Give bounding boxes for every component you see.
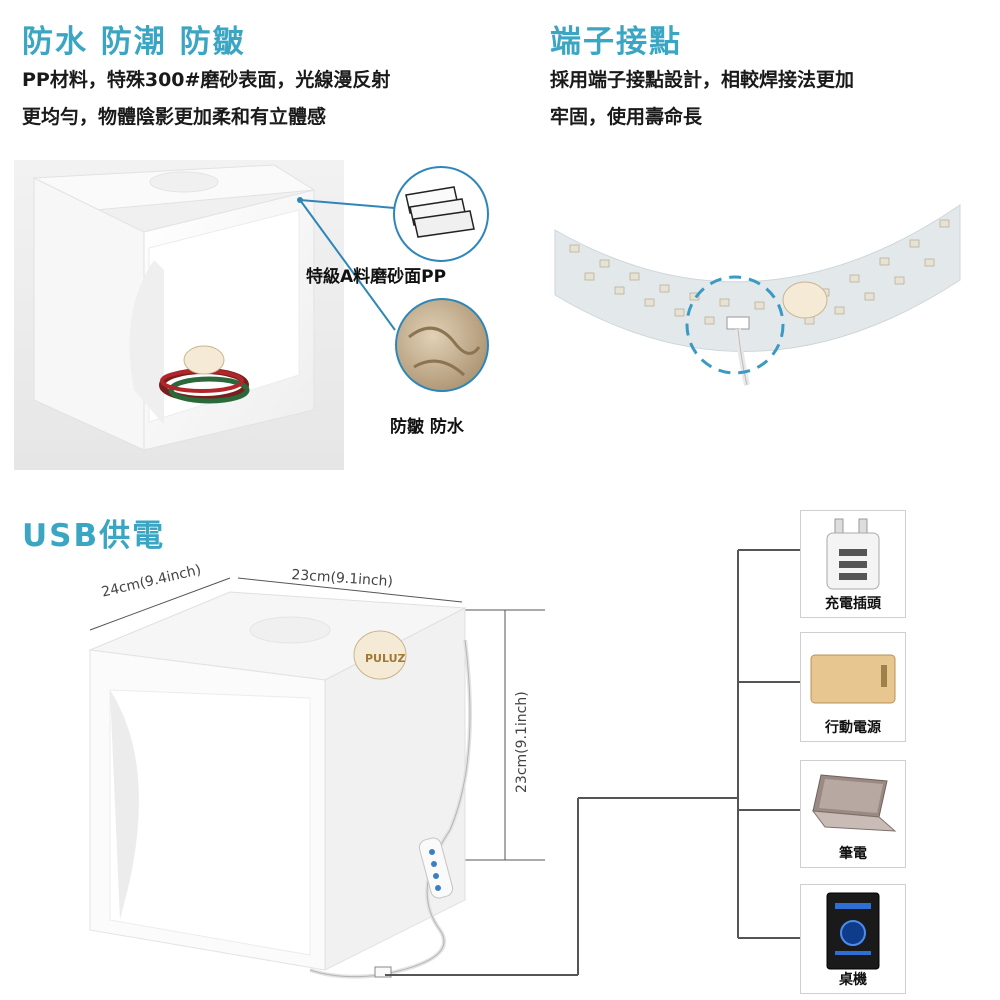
- charger-icon: [826, 518, 880, 590]
- usb-heading: USB供電: [22, 518, 166, 554]
- connector-desc-line1: 採用端子接點設計，相較焊接法更加: [550, 69, 855, 91]
- power-bank-icon: [810, 654, 896, 704]
- brand-logo: PULUZ: [365, 652, 406, 665]
- fabric-texture-image: [395, 298, 489, 392]
- device-label-power-bank: 行動電源: [825, 720, 881, 736]
- led-ring-image: [554, 204, 961, 386]
- waterproof-desc-line2: 更均勻，物體陰影更加柔和有立體感: [22, 106, 327, 128]
- connector-desc-line2: 牢固，使用壽命長: [550, 106, 703, 128]
- callout-wrinkle-label: 防皺 防水: [390, 417, 464, 437]
- device-laptop: 筆電: [800, 760, 906, 868]
- device-label-charger: 充電插頭: [825, 596, 881, 612]
- photo-box-image: [14, 160, 344, 470]
- laptop-icon: [811, 774, 897, 832]
- material-sheets-image: [393, 166, 489, 262]
- device-desktop: 桌機: [800, 884, 906, 994]
- waterproof-heading: 防水 防潮 防皺: [22, 24, 246, 60]
- callout-material-label: 特級A料磨砂面PP: [306, 267, 447, 287]
- device-label-desktop: 桌機: [839, 972, 867, 988]
- device-charger: 充電插頭: [800, 510, 906, 618]
- photo-box-usb-image: PULUZ: [88, 591, 472, 979]
- device-power-bank: 行動電源: [800, 632, 906, 742]
- waterproof-desc-line1: PP材料，特殊300#磨砂表面，光線漫反射: [22, 69, 391, 91]
- connector-heading: 端子接點: [550, 24, 682, 60]
- device-label-laptop: 筆電: [839, 846, 867, 862]
- desktop-tower-icon: [826, 892, 880, 970]
